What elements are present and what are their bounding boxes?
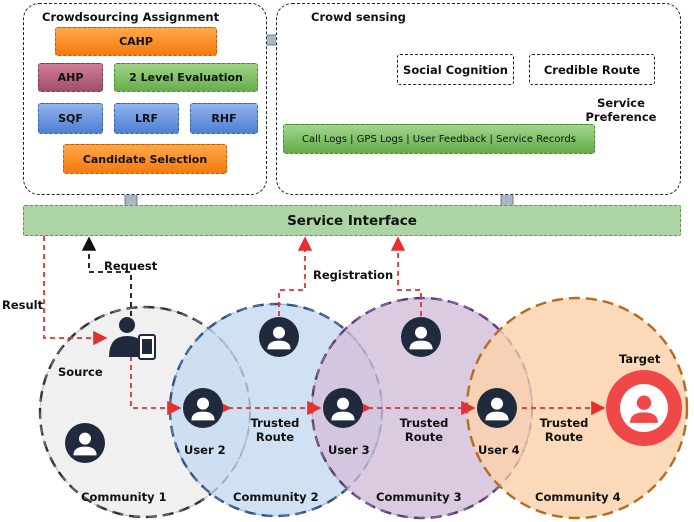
service-preference-label: Service Preference xyxy=(585,96,657,124)
user3-icon xyxy=(323,388,363,428)
logs-bar: Call Logs | GPS Logs | User Feedback | S… xyxy=(283,124,595,154)
request-arrow xyxy=(81,236,132,316)
trusted-route-label-3: Trusted Route xyxy=(539,416,589,444)
sqf-box: SQF xyxy=(38,103,103,134)
community1-user-icon xyxy=(65,423,105,463)
cahp-box: CAHP xyxy=(55,27,217,56)
community-2-label: Community 2 xyxy=(233,490,319,504)
trusted-route-label-1: Trusted Route xyxy=(250,416,300,444)
user4-icon xyxy=(477,388,517,428)
request-label: Request xyxy=(104,259,158,273)
crowdsourcing-title: Crowdsourcing Assignment xyxy=(42,10,220,24)
ahp-box: AHP xyxy=(38,63,103,92)
registration-arrow-right xyxy=(390,236,422,316)
candidate-selection-box: Candidate Selection xyxy=(63,144,227,174)
trusted-route-label-2: Trusted Route xyxy=(399,416,449,444)
crowd-sensing-panel xyxy=(276,3,681,195)
user3-label: User 3 xyxy=(328,443,370,457)
user4-label: User 4 xyxy=(478,443,520,457)
community-3-label: Community 3 xyxy=(376,490,462,504)
user2-label: User 2 xyxy=(184,443,226,457)
source-label: Source xyxy=(58,365,103,379)
crowd-sensing-title: Crowd sensing xyxy=(311,10,406,24)
source-user-with-phone-icon xyxy=(109,317,156,360)
registering-user-right-icon xyxy=(401,317,441,357)
social-cognition-box: Social Cognition xyxy=(397,54,514,85)
registering-user-left-icon xyxy=(259,317,299,357)
registration-label: Registration xyxy=(313,268,394,282)
user2-icon xyxy=(183,388,223,428)
target-user-icon xyxy=(620,384,668,432)
service-interface-bar: Service Interface xyxy=(23,205,681,236)
lrf-box: LRF xyxy=(114,103,179,134)
result-arrow xyxy=(43,236,108,346)
rhf-box: RHF xyxy=(190,103,258,134)
target-label: Target xyxy=(619,352,661,366)
credible-route-box: Credible Route xyxy=(529,54,655,85)
two-level-evaluation-box: 2 Level Evaluation xyxy=(114,63,258,92)
community-1-label: Community 1 xyxy=(81,490,167,504)
source-to-user2-arrow xyxy=(130,356,182,416)
registration-arrow-left xyxy=(278,236,313,316)
community-4-label: Community 4 xyxy=(535,490,621,504)
result-label: Result xyxy=(2,298,44,312)
